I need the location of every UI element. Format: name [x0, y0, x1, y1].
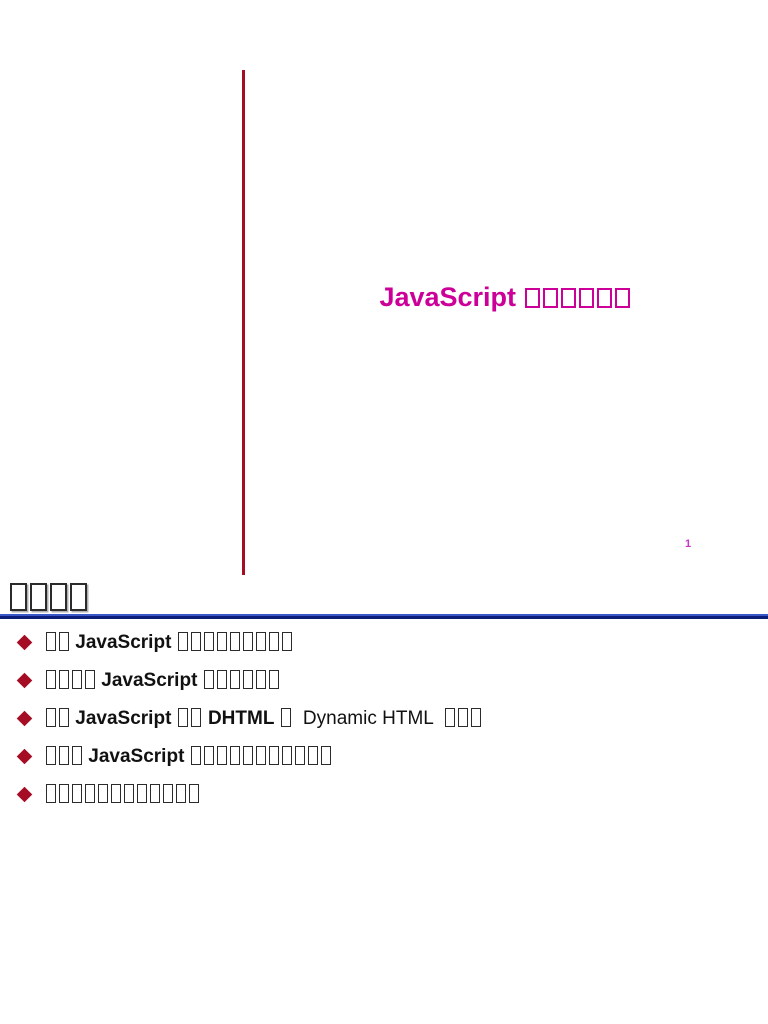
- text-run: JavaScript: [83, 746, 190, 767]
- missing-glyph-box: [123, 784, 134, 803]
- missing-glyph-box: [230, 670, 241, 689]
- missing-glyph-box: [110, 784, 121, 803]
- diamond-bullet-icon: [16, 672, 33, 689]
- slide-title: JavaScript: [243, 280, 768, 314]
- missing-glyph-box: [45, 708, 56, 727]
- missing-glyph-box: [269, 632, 280, 651]
- missing-glyph-box: [321, 746, 332, 765]
- missing-glyph-box: [243, 670, 254, 689]
- missing-glyph-box: [71, 746, 82, 765]
- missing-glyph-box: [84, 670, 95, 689]
- missing-glyph-box: [191, 746, 202, 765]
- missing-glyph-box: [191, 632, 202, 651]
- text-run: JavaScript: [379, 282, 524, 312]
- diamond-bullet-icon: [16, 634, 33, 651]
- missing-glyph-box: [256, 746, 267, 765]
- missing-glyph-box: [149, 784, 160, 803]
- bullet-text: JavaScript: [44, 746, 333, 767]
- missing-glyph-box: [280, 708, 291, 727]
- bullet-text: [44, 784, 200, 805]
- bullet-text: JavaScript: [44, 632, 294, 653]
- missing-glyph-box: [69, 583, 87, 611]
- missing-glyph-box: [458, 708, 469, 727]
- missing-glyph-box: [58, 708, 69, 727]
- missing-glyph-box: [269, 670, 280, 689]
- diamond-bullet-icon: [16, 748, 33, 765]
- bullet-list: JavaScript JavaScript JavaScript DHTML D…: [0, 624, 760, 814]
- missing-glyph-box: [269, 746, 280, 765]
- bullet-item: JavaScript: [0, 662, 760, 700]
- missing-glyph-box: [136, 784, 147, 803]
- missing-glyph-box: [295, 746, 306, 765]
- bullet-item: JavaScript DHTML Dynamic HTML: [0, 700, 760, 738]
- diamond-bullet-icon: [16, 786, 33, 803]
- bullet-item: JavaScript: [0, 624, 760, 662]
- missing-glyph-box: [45, 784, 56, 803]
- missing-glyph-box: [204, 746, 215, 765]
- slide-2: JavaScript JavaScript JavaScript DHTML D…: [0, 578, 768, 1024]
- missing-glyph-box: [162, 784, 173, 803]
- text-run: DHTML: [202, 708, 280, 729]
- slide-heading: [8, 583, 88, 615]
- missing-glyph-box: [97, 784, 108, 803]
- missing-glyph-box: [49, 583, 67, 611]
- missing-glyph-box: [188, 784, 199, 803]
- missing-glyph-box: [217, 632, 228, 651]
- missing-glyph-box: [217, 670, 228, 689]
- missing-glyph-box: [58, 746, 69, 765]
- missing-glyph-box: [525, 288, 541, 308]
- bullet-text: JavaScript: [44, 670, 281, 691]
- missing-glyph-box: [178, 632, 189, 651]
- missing-glyph-box: [256, 670, 267, 689]
- missing-glyph-box: [58, 670, 69, 689]
- bullet-item: [0, 776, 760, 814]
- missing-glyph-box: [579, 288, 595, 308]
- vertical-red-rule: [242, 70, 245, 575]
- bullet-item: JavaScript: [0, 738, 760, 776]
- missing-glyph-box: [71, 784, 82, 803]
- missing-glyph-box: [29, 583, 47, 611]
- missing-glyph-box: [445, 708, 456, 727]
- missing-glyph-box: [71, 670, 82, 689]
- missing-glyph-box: [243, 746, 254, 765]
- missing-glyph-box: [243, 632, 254, 651]
- page-number: 1: [684, 538, 692, 550]
- missing-glyph-box: [175, 784, 186, 803]
- text-run: JavaScript: [70, 708, 177, 729]
- missing-glyph-box: [9, 583, 27, 611]
- missing-glyph-box: [45, 632, 56, 651]
- missing-glyph-box: [58, 632, 69, 651]
- missing-glyph-box: [308, 746, 319, 765]
- missing-glyph-box: [204, 632, 215, 651]
- text-run: JavaScript: [96, 670, 203, 691]
- missing-glyph-box: [45, 746, 56, 765]
- missing-glyph-box: [256, 632, 267, 651]
- missing-glyph-box: [84, 784, 95, 803]
- missing-glyph-box: [597, 288, 613, 308]
- missing-glyph-box: [58, 784, 69, 803]
- missing-glyph-box: [543, 288, 559, 308]
- missing-glyph-box: [615, 288, 631, 308]
- slide-1: JavaScript 1: [242, 70, 768, 575]
- missing-glyph-box: [217, 746, 228, 765]
- bullet-text: JavaScript DHTML Dynamic HTML: [44, 708, 483, 729]
- missing-glyph-box: [561, 288, 577, 308]
- heading-underline-rule: [0, 614, 768, 619]
- text-run: JavaScript: [70, 632, 177, 653]
- diamond-bullet-icon: [16, 710, 33, 727]
- missing-glyph-box: [230, 746, 241, 765]
- missing-glyph-box: [204, 670, 215, 689]
- text-run: Dynamic HTML: [292, 708, 444, 729]
- missing-glyph-box: [282, 746, 293, 765]
- missing-glyph-box: [178, 708, 189, 727]
- missing-glyph-box: [45, 670, 56, 689]
- missing-glyph-box: [230, 632, 241, 651]
- missing-glyph-box: [191, 708, 202, 727]
- missing-glyph-box: [282, 632, 293, 651]
- missing-glyph-box: [471, 708, 482, 727]
